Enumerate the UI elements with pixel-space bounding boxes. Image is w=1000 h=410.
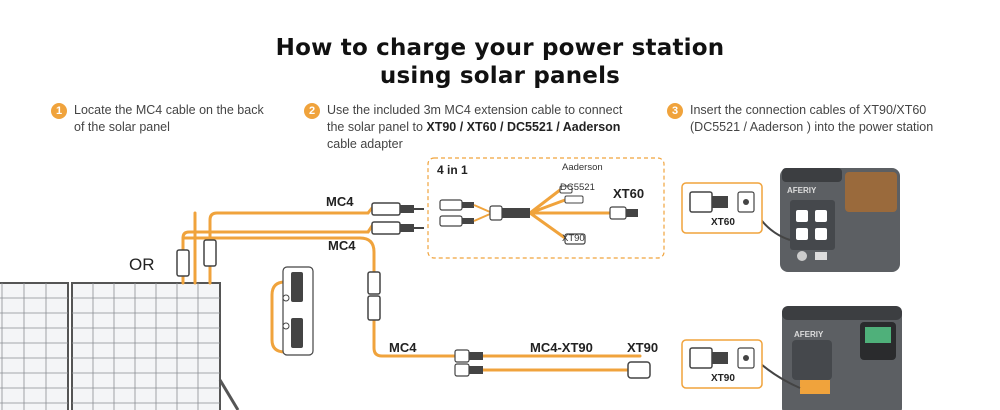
xt90-box-label: XT90 <box>711 373 735 384</box>
panel-connector-icon <box>176 239 217 277</box>
step-1-line-1: Locate the MC4 cable on the back <box>74 103 264 117</box>
step-2-line-2-pre: the solar panel to <box>327 120 427 134</box>
title-line-2: using solar panels <box>379 63 621 89</box>
xt60-inset-box <box>681 182 763 234</box>
xt90-inset-box <box>681 339 763 389</box>
mc4-mid-label: MC4 <box>328 238 356 253</box>
step-3-number: 3 <box>667 103 683 119</box>
step-2-number: 2 <box>304 103 320 119</box>
step-2-line-2-bold: XT90 / XT60 / DC5521 / Aaderson <box>426 120 621 134</box>
xt60-label: XT60 <box>613 186 645 201</box>
four-in-one-box <box>427 157 665 259</box>
step-1-number: 1 <box>51 103 67 119</box>
or-label: OR <box>129 255 155 274</box>
step-2-line-3: cable adapter <box>327 137 403 151</box>
cable-lines <box>181 188 642 358</box>
mc4-vertical-connector-icon <box>367 271 381 321</box>
step-3-line-2: (DC5521 / Aaderson ) into the power stat… <box>690 120 934 134</box>
mc4-top-label: MC4 <box>326 194 354 209</box>
solar-panel-icon <box>0 282 240 410</box>
step-2-text: Use the included 3m MC4 extension cable … <box>327 102 622 153</box>
four-in-one-label: 4 in 1 <box>437 163 468 177</box>
step-2-line-2: the solar panel to XT90 / XT60 / DC5521 … <box>327 119 622 136</box>
mc4-connector-icon <box>371 202 424 235</box>
dc5521-label: DC5521 <box>560 182 595 193</box>
brand-bottom-label: AFERIY <box>794 330 824 339</box>
step-3-text: Insert the connection cables of XT90/XT6… <box>690 102 933 136</box>
mc4-xt90-connector-icon <box>454 349 651 379</box>
power-station-top-icon <box>747 168 900 272</box>
step-1-line-2: of the solar panel <box>74 120 170 134</box>
step-3-line-1: Insert the connection cables of XT90/XT6… <box>690 103 927 117</box>
xt90-small-label: XT90 <box>562 233 585 244</box>
xt60-box-label: XT60 <box>711 217 735 228</box>
mc4-xt90-label: MC4-XT90 <box>530 340 593 355</box>
mc4-detail-inset <box>282 266 314 356</box>
brand-top-label: AFERIY <box>787 186 817 195</box>
step-1-text: Locate the MC4 cable on the back of the … <box>74 102 264 136</box>
four-in-one-adapter-icon <box>439 185 638 245</box>
title-line-1: How to charge your power station <box>275 35 725 61</box>
aaderson-label: Aaderson <box>562 162 603 173</box>
power-station-bottom-icon <box>747 306 902 410</box>
mc4-bottom-label: MC4 <box>389 340 417 355</box>
xt90-end-label: XT90 <box>627 340 659 355</box>
step-2-line-1: Use the included 3m MC4 extension cable … <box>327 103 623 117</box>
